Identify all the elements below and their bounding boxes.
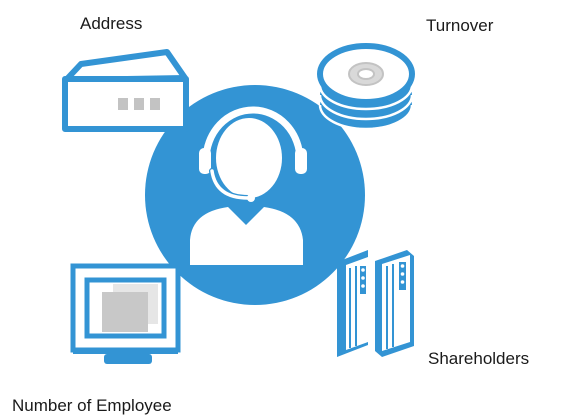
headset-mic-boom xyxy=(210,169,250,200)
cabinet-right-led-3 xyxy=(400,280,405,284)
label-turnover: Turnover xyxy=(426,16,494,35)
monitor-window-front xyxy=(102,292,148,332)
computer-monitor-icon xyxy=(70,263,181,364)
headset-band xyxy=(202,106,304,164)
cabinet-right-led-2 xyxy=(400,272,405,276)
headset-mic xyxy=(247,194,255,202)
agent-head xyxy=(216,118,282,198)
coin-stack-icon xyxy=(317,43,415,131)
cabinet-left-led-2 xyxy=(361,276,365,280)
cabinet-left-led-3 xyxy=(361,284,365,288)
monitor-base-bar xyxy=(73,348,178,354)
server-cabinets-icon xyxy=(337,250,414,357)
cabinet-right-led-1 xyxy=(400,264,405,268)
monitor-stand xyxy=(104,354,152,364)
label-number-of-employee: Number of Employee xyxy=(12,396,172,415)
headset-right-cup xyxy=(295,148,307,174)
agent-torso xyxy=(190,207,303,265)
support-agent-headset-icon xyxy=(145,85,365,305)
building-window-1 xyxy=(118,98,128,110)
building-window-3 xyxy=(150,98,160,110)
coin-edge-1 xyxy=(318,84,414,111)
label-address: Address xyxy=(80,14,143,33)
coin-edge-3 xyxy=(318,104,414,131)
coin-center-inner xyxy=(357,68,375,80)
headset-left-cup xyxy=(199,148,211,174)
building-roof xyxy=(63,49,188,83)
cabinet-left-indicators xyxy=(360,266,366,294)
coin-edge-2 xyxy=(318,94,414,121)
label-shareholders: Shareholders xyxy=(428,349,530,368)
cabinet-right-indicators xyxy=(399,262,406,290)
building-icon xyxy=(62,49,189,132)
building-window-2 xyxy=(134,98,144,110)
cabinet-left-led-1 xyxy=(361,268,365,272)
